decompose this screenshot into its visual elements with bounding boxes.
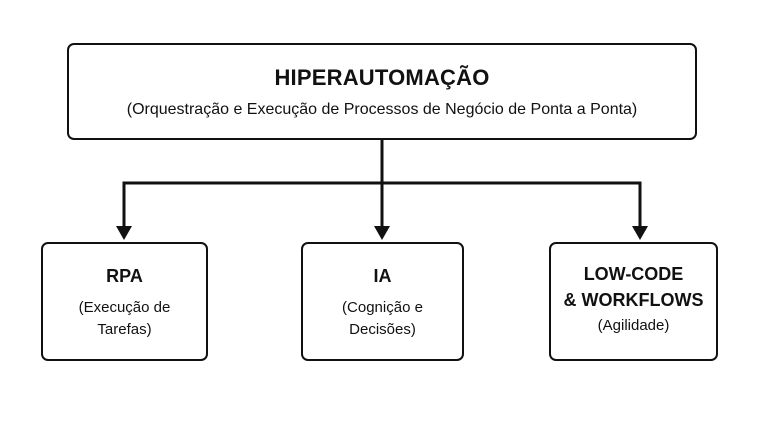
low-code-workflows-content: LOW-CODE & WORKFLOWS (Agilidade)	[551, 261, 716, 337]
low-code-workflows-title: LOW-CODE & WORKFLOWS	[563, 264, 704, 310]
ia-content: IA (Cognição e Decisões)	[303, 263, 462, 341]
hyperautomation-subtitle: (Orquestração e Execução de Processos de…	[126, 101, 638, 118]
arrowhead-rpa	[116, 226, 132, 240]
rpa-content: RPA (Execução de Tarefas)	[43, 263, 206, 341]
rpa-title: RPA	[106, 266, 143, 286]
hyperautomation-title: HIPERAUTOMAÇÃO	[274, 65, 490, 90]
arrowhead-low-code	[632, 226, 648, 240]
ia-title: IA	[373, 266, 392, 286]
arrowhead-ia	[374, 226, 390, 240]
hyperautomation-box: HIPERAUTOMAÇÃO (Orquestração e Execução …	[67, 43, 697, 140]
ia-box: IA (Cognição e Decisões)	[301, 242, 464, 361]
ia-subtitle: (Cognição e Decisões)	[342, 299, 423, 338]
low-code-workflows-box: LOW-CODE & WORKFLOWS (Agilidade)	[549, 242, 718, 361]
low-code-workflows-subtitle: (Agilidade)	[597, 317, 670, 334]
rpa-subtitle: (Execução de Tarefas)	[78, 299, 171, 338]
rpa-box: RPA (Execução de Tarefas)	[41, 242, 208, 361]
